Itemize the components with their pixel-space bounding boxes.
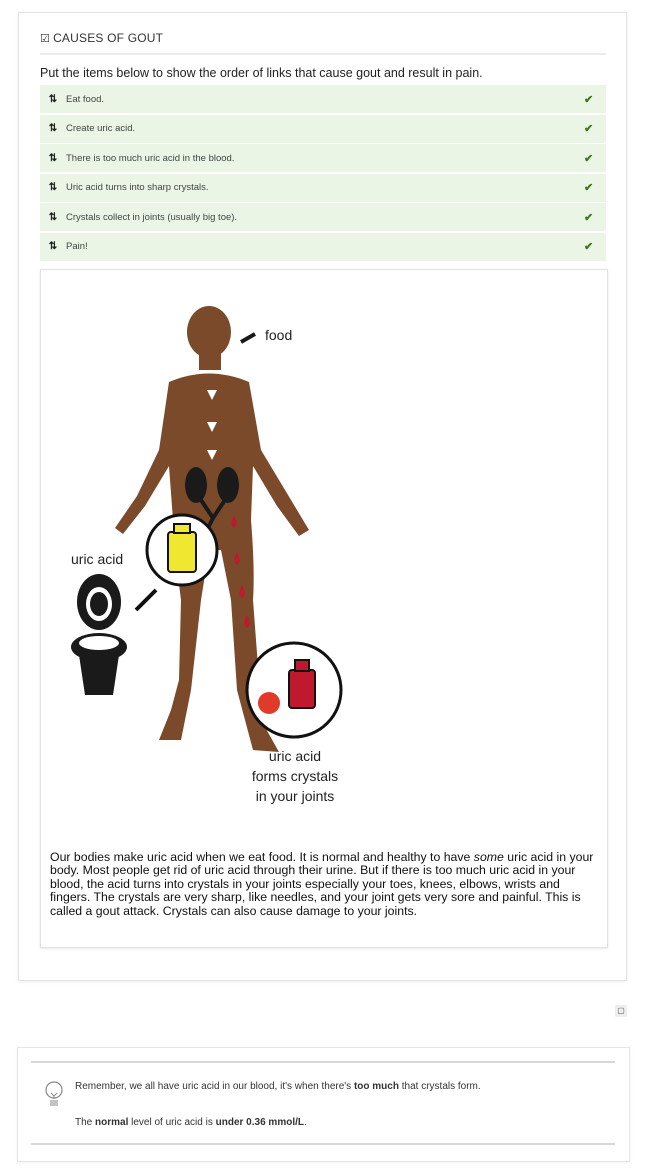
- label-line: forms crystals: [251, 768, 339, 784]
- comment-icon[interactable]: ▢: [615, 1005, 627, 1017]
- check-icon: ✔: [584, 182, 594, 195]
- flow-arrows: [207, 390, 217, 460]
- reorder-icon[interactable]: ⇅: [48, 211, 58, 223]
- blood-drops: [231, 515, 250, 628]
- bold-text: under 0.36 mmol/L: [215, 1117, 304, 1128]
- text: .: [303, 1117, 307, 1128]
- label-line: uric acid: [268, 748, 322, 764]
- info-image-card: food uric acid uric acid forms crystals …: [40, 269, 608, 948]
- ordering-item[interactable]: ⇅ Crystals collect in joints (usually big…: [40, 203, 606, 232]
- item-label: Eat food.: [66, 93, 105, 105]
- tip-line-2: The normal level of uric acid is under 0…: [75, 1117, 307, 1128]
- bold-text: too much: [353, 1081, 399, 1092]
- ordering-item[interactable]: ⇅ Create uric acid. ✔: [40, 114, 606, 143]
- question-card: ☑CAUSES OF GOUT Put the items below to s…: [18, 12, 627, 981]
- body-figure: [115, 306, 309, 752]
- label-crystals: uric acid forms crystals in your joints: [235, 746, 355, 806]
- divider: [31, 1061, 615, 1063]
- gout-illustration: [71, 306, 343, 752]
- question-header: ☑CAUSES OF GOUT: [40, 31, 163, 45]
- label-uric-acid: uric acid: [71, 551, 124, 567]
- text: level of uric acid is: [128, 1117, 216, 1128]
- check-icon: ✔: [584, 152, 594, 165]
- tip-line-1: Remember, we all have uric acid in our b…: [75, 1081, 481, 1092]
- ordering-item[interactable]: ⇅ Eat food. ✔: [40, 85, 606, 113]
- check-icon: ✔: [584, 93, 594, 106]
- food-arrow: [240, 332, 256, 344]
- item-label: There is too much uric acid in the blood…: [66, 152, 235, 164]
- item-label: Create uric acid.: [66, 123, 136, 135]
- text: The: [75, 1117, 96, 1128]
- item-label: Uric acid turns into sharp crystals.: [66, 182, 209, 194]
- edit-checkbox-icon: ☑: [40, 33, 51, 45]
- reorder-icon[interactable]: ⇅: [48, 152, 58, 164]
- lightbulb-icon: [45, 1081, 63, 1106]
- kidneys: [185, 467, 239, 503]
- text: Our bodies make uric acid when we eat fo…: [50, 850, 474, 864]
- item-label: Crystals collect in joints (usually big …: [66, 211, 238, 223]
- reorder-icon[interactable]: ⇅: [48, 123, 58, 135]
- question-title: CAUSES OF GOUT: [53, 31, 164, 45]
- toilet-arrow: [134, 588, 158, 612]
- divider: [31, 1143, 615, 1145]
- question-prompt: Put the items below to show the order of…: [40, 66, 483, 80]
- text: Remember, we all have uric acid in our b…: [75, 1081, 354, 1092]
- reorder-icon[interactable]: ⇅: [48, 93, 58, 105]
- ordering-item[interactable]: ⇅ There is too much uric acid in the bloo…: [40, 144, 606, 173]
- text: uric acid in your body. Most people get …: [50, 850, 594, 918]
- check-icon: ✔: [584, 123, 594, 136]
- check-icon: ✔: [584, 241, 594, 254]
- label-line: in your joints: [255, 788, 335, 804]
- ordering-list: ⇅ Eat food. ✔ ⇅ Create uric acid. ✔ ⇅ There i…: [40, 85, 606, 263]
- reorder-icon[interactable]: ⇅: [48, 241, 58, 253]
- tip-card: Remember, we all have uric acid in our b…: [17, 1047, 630, 1162]
- label-food: food: [265, 327, 293, 343]
- text: that crystals form.: [398, 1081, 481, 1092]
- toilet-icon: [71, 574, 127, 695]
- explanation-paragraph: Our bodies make uric acid when we eat fo…: [50, 850, 598, 918]
- item-label: Pain!: [66, 241, 88, 253]
- reorder-icon[interactable]: ⇅: [48, 182, 58, 194]
- emphasis: some: [473, 850, 504, 864]
- ordering-item[interactable]: ⇅ Uric acid turns into sharp crystals. ✔: [40, 173, 606, 202]
- check-icon: ✔: [584, 211, 594, 224]
- bold-text: normal: [95, 1117, 129, 1128]
- ordering-item[interactable]: ⇅ Pain! ✔: [40, 232, 606, 261]
- divider: [40, 53, 606, 55]
